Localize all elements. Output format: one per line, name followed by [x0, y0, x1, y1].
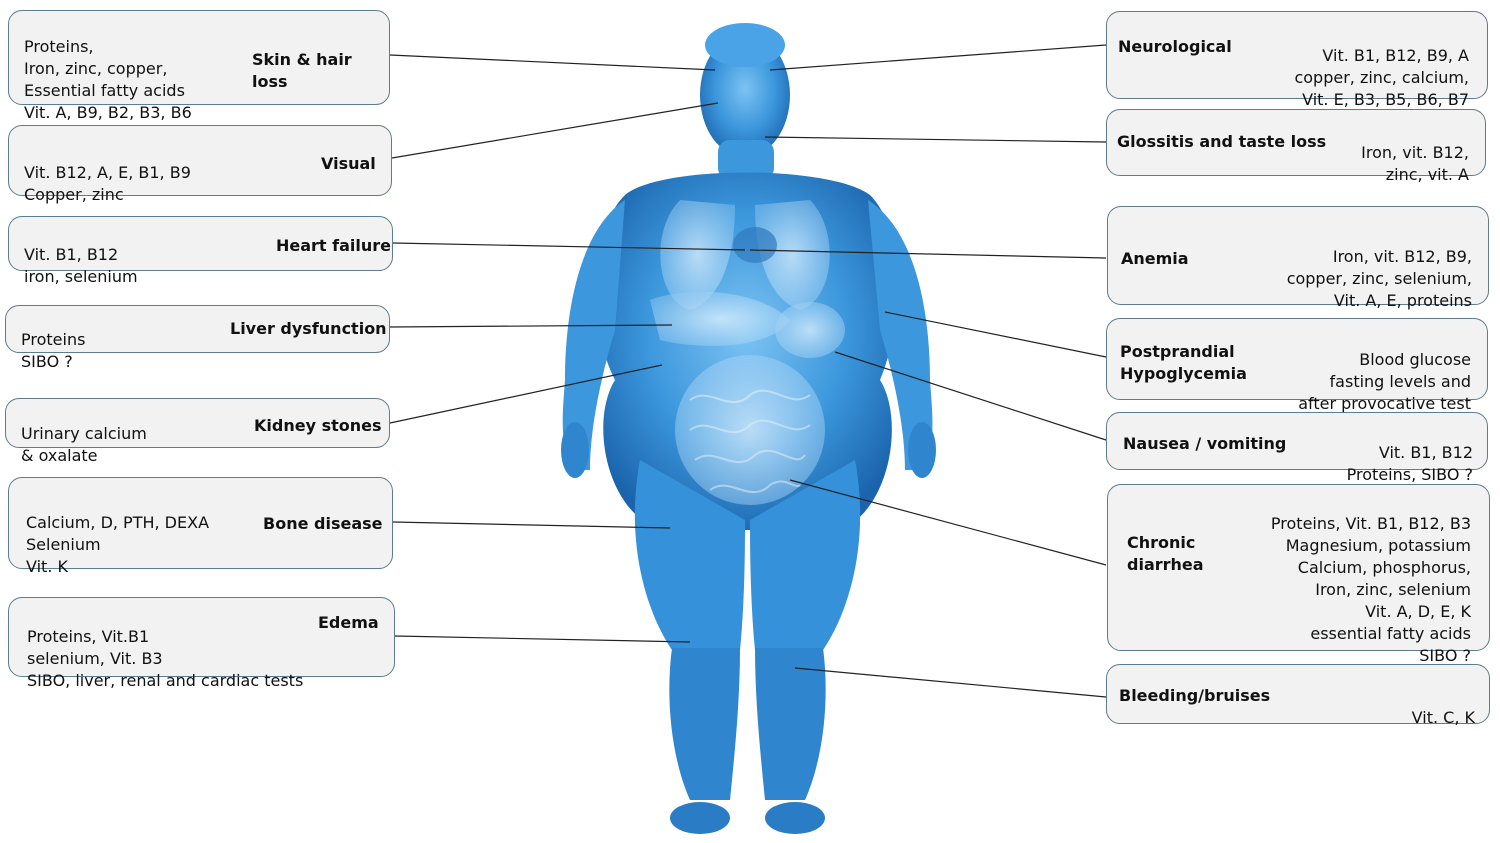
box-title: Chronic diarrhea [1127, 532, 1204, 576]
box-title: Bone disease [263, 513, 382, 535]
box-title: Bleeding/bruises [1119, 685, 1270, 707]
box-kidney-stones: Urinary calcium& oxalate Kidney stones [5, 398, 390, 448]
box-lines: Iron, vit. B12,zinc, vit. A [1361, 120, 1469, 208]
box-title: Glossitis and taste loss [1117, 131, 1326, 153]
box-lines: Urinary calcium& oxalate [21, 401, 147, 489]
box-anemia: Anemia Iron, vit. B12, B9,copper, zinc, … [1107, 206, 1489, 305]
box-title: Liver dysfunction [230, 318, 387, 340]
box-title: Anemia [1121, 248, 1189, 270]
box-skin-hair-loss: Proteins,Iron, zinc, copper,Essential fa… [8, 10, 390, 105]
box-bleeding-bruises: Bleeding/bruises Vit. C, K [1106, 664, 1490, 724]
box-title: Nausea / vomiting [1123, 433, 1286, 455]
box-lines: Vit. C, K [1412, 685, 1475, 751]
box-title: Kidney stones [254, 415, 382, 437]
box-chronic-diarrhea: Chronic diarrhea Proteins, Vit. B1, B12,… [1107, 484, 1490, 651]
box-title: Heart failure [276, 235, 391, 257]
box-title: Skin & hair loss [252, 49, 389, 93]
box-title: Visual [321, 153, 376, 175]
box-title: Postprandial Hypoglycemia [1120, 341, 1247, 385]
box-glossitis: Glossitis and taste loss Iron, vit. B12,… [1106, 109, 1486, 176]
box-title: Edema [318, 612, 379, 634]
box-title: Neurological [1118, 36, 1232, 58]
